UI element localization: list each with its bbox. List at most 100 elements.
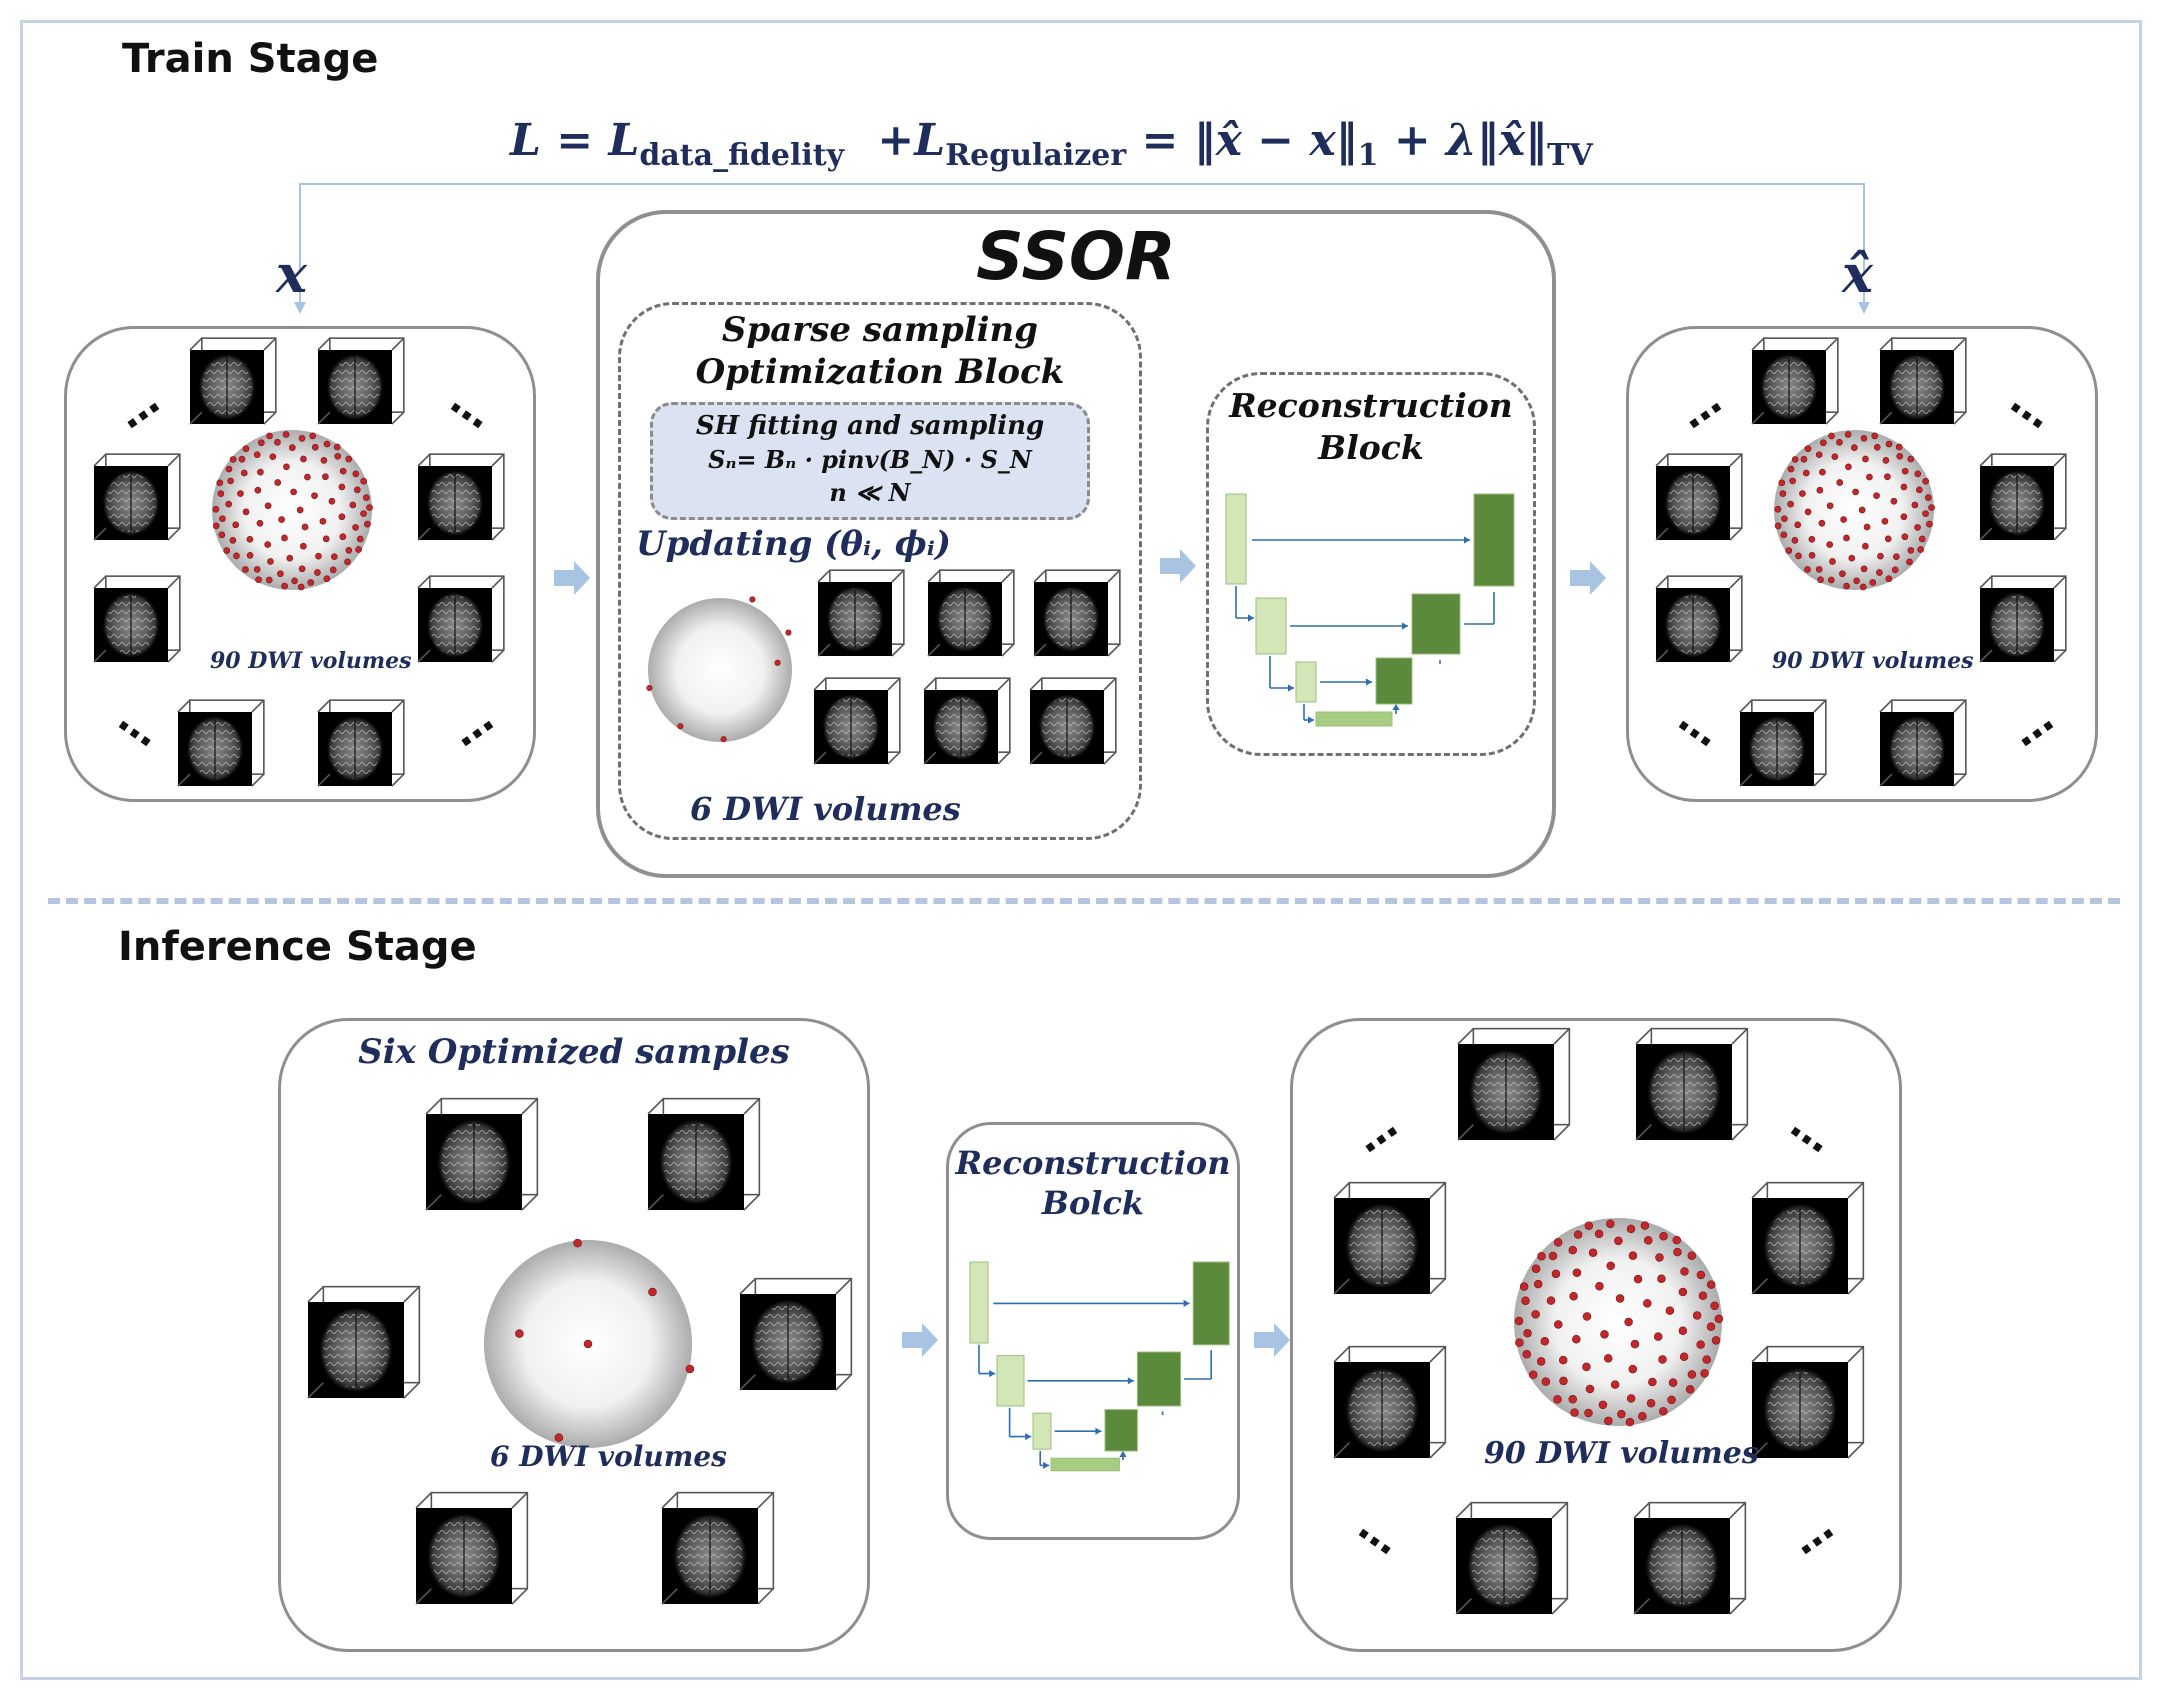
sample-point — [1831, 453, 1839, 461]
sample-point — [1815, 566, 1823, 573]
sample-point — [1572, 1268, 1582, 1278]
brain-volume-icon — [739, 1277, 853, 1391]
sample-point — [349, 501, 357, 509]
brain-volume-icon — [1655, 575, 1743, 663]
sphere-icon — [484, 1238, 695, 1448]
sample-point — [229, 536, 237, 544]
brain-volume-icon — [307, 1285, 421, 1399]
flow-arrow-icon — [1254, 1323, 1290, 1357]
sample-point — [1515, 1338, 1524, 1347]
sample-point — [1548, 1251, 1558, 1261]
input-symbol: x — [276, 244, 308, 305]
sample-point — [720, 736, 727, 743]
sample-point — [274, 479, 282, 486]
sample-point — [1536, 1357, 1546, 1366]
sample-point — [264, 502, 272, 510]
sample-point — [646, 684, 653, 692]
train-stage-title: Train Stage — [122, 36, 379, 82]
sh-fitting-box: SH fitting and sampling Sₙ= Bₙ · pinv(B_… — [650, 402, 1090, 520]
connector-arrowhead — [1858, 302, 1870, 314]
brain-volume-icon — [317, 699, 405, 787]
sample-point — [1706, 1280, 1716, 1289]
sample-point — [1617, 1409, 1626, 1419]
sample-point — [253, 566, 261, 573]
sample-point — [242, 508, 250, 516]
sample-point — [291, 577, 298, 585]
sample-point — [319, 517, 327, 525]
sample-point — [1582, 1362, 1591, 1372]
sample-point — [356, 535, 364, 543]
sample-point — [1628, 1364, 1638, 1374]
sample-point — [1606, 1219, 1615, 1229]
sample-point — [1840, 516, 1847, 523]
sample-point — [1785, 547, 1793, 554]
flow-arrow-icon — [902, 1323, 938, 1357]
sample-point — [1553, 1238, 1563, 1247]
sample-point — [216, 479, 224, 487]
sample-point — [1884, 473, 1891, 481]
sample-point — [1871, 432, 1879, 440]
sample-point — [1863, 523, 1871, 531]
train-input-volumes-label: 90 DWI volumes — [210, 648, 412, 674]
sample-point — [1791, 456, 1799, 463]
sample-point — [1789, 477, 1796, 485]
sample-point — [1901, 533, 1909, 541]
sample-point — [314, 569, 321, 576]
sh-line-3: n ≪ N — [829, 478, 911, 507]
sample-point — [1531, 1310, 1540, 1319]
sample-point — [264, 541, 272, 548]
sample-point — [1845, 463, 1852, 471]
sample-point — [1928, 504, 1935, 511]
sample-point — [785, 629, 792, 636]
sample-point — [1827, 576, 1835, 584]
sample-point — [1514, 1316, 1524, 1326]
sample-point — [366, 504, 373, 511]
sample-point — [1528, 1370, 1538, 1380]
sample-point — [257, 468, 264, 476]
inference-input-title: Six Optimized samples — [358, 1032, 790, 1072]
sample-point — [227, 477, 234, 485]
sample-point — [1603, 1354, 1613, 1363]
sample-point — [328, 497, 336, 505]
brain-volume-icon — [417, 453, 505, 541]
sample-point — [1862, 542, 1869, 550]
sample-point — [1852, 488, 1859, 496]
sample-point — [677, 723, 684, 730]
sample-point — [1537, 1251, 1546, 1261]
inference-reconstruction-title-2: Bolck — [1041, 1184, 1145, 1222]
sample-point — [1860, 434, 1868, 442]
sample-point — [1604, 1416, 1613, 1426]
sample-point — [339, 533, 347, 541]
sample-point — [1558, 1355, 1568, 1365]
inference-reconstruction-title-1: Reconstruction — [955, 1144, 1231, 1182]
sample-point — [311, 443, 319, 451]
sample-point — [242, 445, 250, 453]
sample-point — [1862, 455, 1869, 463]
outer-frame — [20, 20, 2142, 1680]
sample-point — [1859, 583, 1867, 591]
sample-point — [1869, 579, 1877, 586]
sample-point — [360, 477, 368, 485]
sample-point — [1900, 483, 1908, 491]
sample-point — [1640, 1221, 1650, 1230]
sample-point — [254, 486, 262, 494]
sample-point — [1884, 535, 1892, 543]
sample-point — [338, 483, 346, 491]
sample-point — [1626, 1394, 1636, 1403]
sample-point — [1659, 1407, 1668, 1416]
brain-volume-icon — [923, 677, 1011, 765]
sample-point — [1819, 468, 1826, 476]
brain-volume-icon — [1333, 1345, 1447, 1459]
unet-icon — [969, 1261, 1230, 1472]
sample-point — [1836, 479, 1844, 486]
loss-equals: = — [1141, 115, 1179, 166]
sample-point — [1659, 1232, 1668, 1241]
sample-point — [300, 542, 307, 550]
sample-point — [1700, 1369, 1709, 1378]
sample-point — [344, 558, 351, 566]
sample-point — [355, 546, 362, 553]
sample-point — [322, 535, 330, 543]
sample-point — [237, 490, 244, 497]
brain-volume-icon — [927, 569, 1015, 657]
